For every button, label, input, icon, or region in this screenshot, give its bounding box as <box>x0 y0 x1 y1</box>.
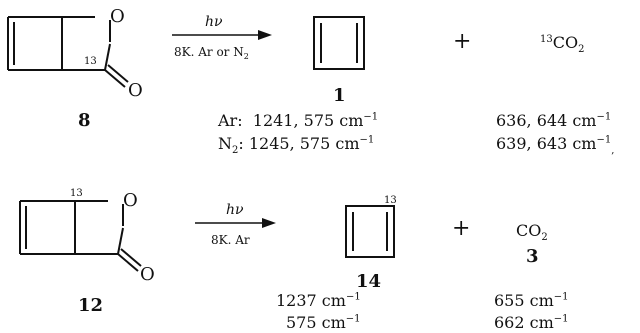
ring-oxygen-label: O <box>110 6 125 27</box>
compound-label-14: 14 <box>356 271 381 292</box>
compound-label-1: 1 <box>333 85 346 106</box>
ir-row-n2: N2: 1245, 575 cm−1 <box>218 134 375 157</box>
isotope-label-2: 13 <box>70 188 83 199</box>
ir-row-ar: Ar: 1241, 575 cm−1 <box>218 111 379 130</box>
arrow-2-condition-top: hν <box>226 202 244 218</box>
ring-oxygen-label-2: O <box>123 190 138 211</box>
isotope-label-3: 13 <box>384 195 397 206</box>
ir-row-14-b: 575 cm−1 <box>286 313 361 332</box>
compound-label-3: 3 <box>526 246 539 267</box>
co2-label: CO2 <box>516 221 548 243</box>
plus-sign-1: + <box>453 29 471 54</box>
arrow-1-condition-bottom: 8K. Ar or N2 <box>174 45 249 61</box>
compound-label-8: 8 <box>78 110 91 131</box>
ir-row-14-a: 1237 cm−1 <box>276 291 361 310</box>
reactant-12-structure <box>19 200 142 272</box>
ir-row-ar-co2: 636, 644 cm−1 <box>496 111 612 130</box>
carbonyl-oxygen-label: O <box>128 80 143 101</box>
product-1-structure <box>313 16 365 70</box>
ir-row-n2-co2: 639, 643 cm−1, <box>496 134 615 157</box>
arrow-1-condition-top: hν <box>205 14 223 30</box>
ir-row-co2-b: 662 cm−1 <box>494 313 569 332</box>
reactant-8-structure <box>7 16 129 88</box>
co2-13-label: 13CO2 <box>540 33 584 55</box>
reaction-arrow-2 <box>195 218 276 228</box>
plus-sign-2: + <box>452 216 470 241</box>
arrow-2-condition-bottom: 8K. Ar <box>211 233 250 247</box>
carbonyl-oxygen-label-2: O <box>140 264 155 285</box>
product-14-structure <box>345 205 395 258</box>
ir-row-co2-a: 655 cm−1 <box>494 291 569 310</box>
compound-label-12: 12 <box>78 295 103 316</box>
isotope-label: 13 <box>84 56 97 67</box>
reaction-arrow-1 <box>172 30 272 40</box>
